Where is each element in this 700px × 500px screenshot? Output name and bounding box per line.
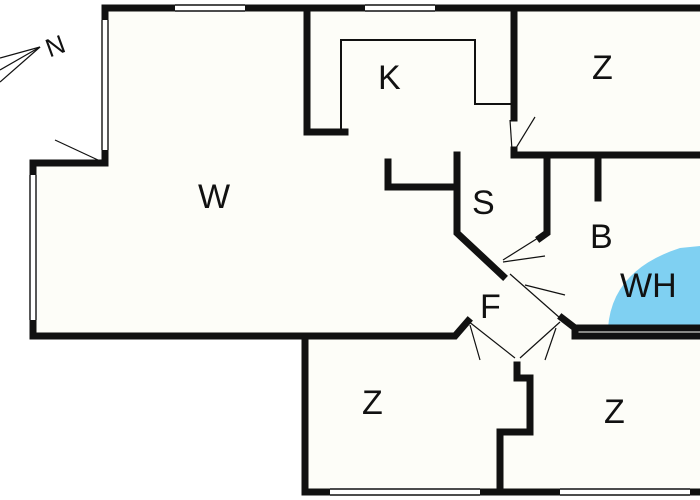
room-label-storage: S — [472, 184, 495, 222]
room-label-whirlpool: WH — [620, 267, 677, 305]
room-label-hall: F — [480, 288, 501, 326]
whirlpool-tub — [608, 246, 700, 328]
compass-label: N — [41, 29, 69, 64]
room-label-bottom-left: Z — [362, 384, 383, 422]
room-label-top-right: Z — [592, 49, 613, 87]
room-label-kitchen: K — [378, 59, 401, 97]
room-label-bottom-right: Z — [604, 393, 625, 431]
north-compass: N — [0, 29, 69, 83]
inner-walls — [301, 4, 700, 496]
windows — [28, 3, 690, 497]
doors — [54, 116, 566, 361]
room-label-bathroom: B — [590, 218, 613, 256]
room-labels: W K Z S B WH F Z Z — [198, 49, 677, 431]
floor-area — [33, 8, 700, 492]
room-label-living: W — [198, 178, 230, 216]
